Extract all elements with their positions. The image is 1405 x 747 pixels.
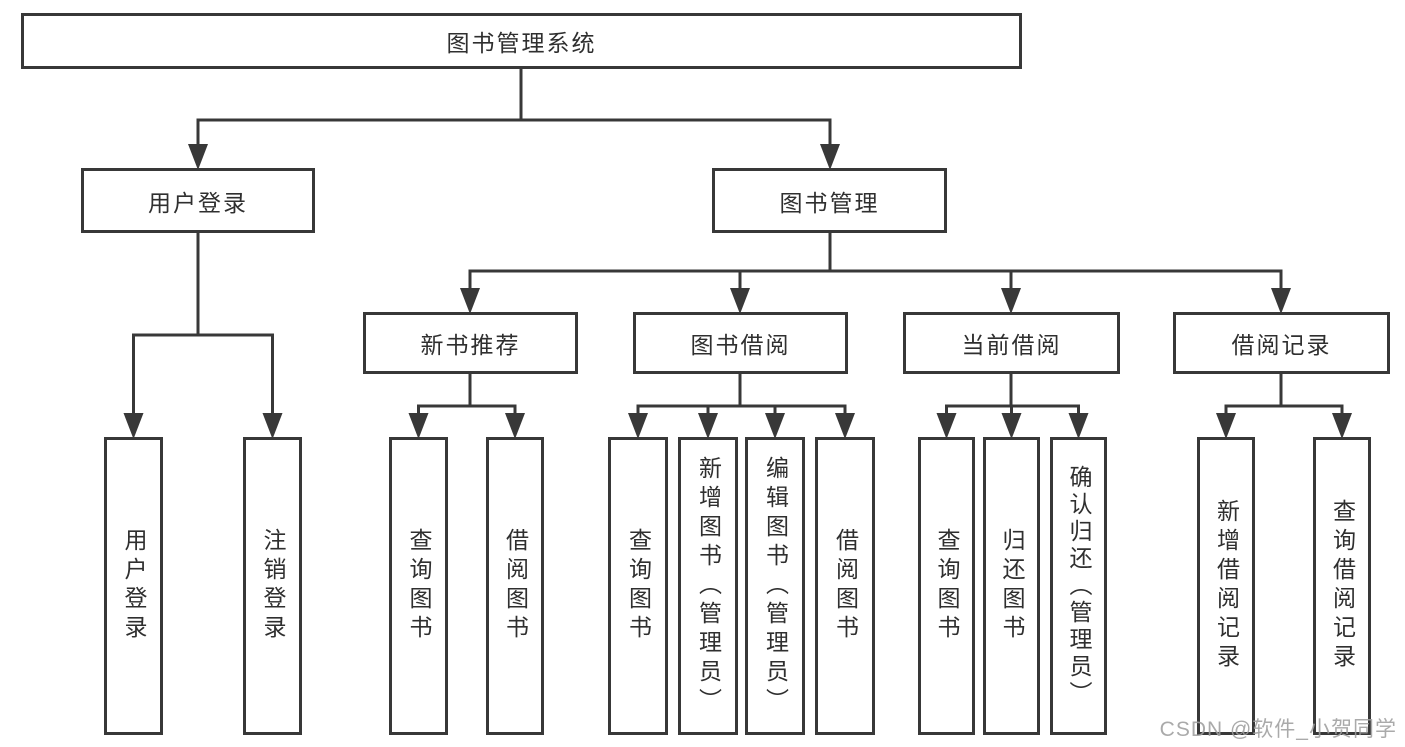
leaf-label: 归还图书	[999, 528, 1025, 644]
node-label: 借阅记录	[1231, 332, 1332, 358]
leaf-user-login: 用户登录	[104, 437, 163, 735]
leaf-label: 查询借阅记录	[1329, 499, 1356, 673]
leaf-label: 查询图书	[625, 528, 652, 644]
connector-user-login-to-leaves	[132, 233, 274, 416]
leaf-current-confirm-return-admin: 确认归还（管理员）	[1050, 437, 1107, 735]
connector-borrow-records-to-leaves	[1224, 374, 1344, 416]
node-label: 用户登录	[148, 189, 248, 216]
leaf-records-add-borrow-record: 新增借阅记录	[1197, 437, 1255, 735]
node-label: 图书管理系统	[446, 30, 597, 56]
leaf-current-return-books: 归还图书	[983, 437, 1040, 735]
leaf-current-query-books: 查询图书	[918, 437, 975, 735]
leaf-label: 查询图书	[934, 528, 960, 644]
connector-book-management-to-level3	[468, 233, 1283, 292]
leaf-borrow-add-books-admin: 新增图书（管理员）	[678, 437, 738, 735]
leaf-label: 注销登录	[260, 528, 286, 644]
node-label: 当前借阅	[961, 332, 1062, 358]
connector-book-borrow-to-leaves	[636, 374, 847, 416]
leaf-newbooks-borrow-books: 借阅图书	[486, 437, 544, 735]
leaf-borrow-edit-books-admin: 编辑图书（管理员）	[745, 437, 805, 735]
leaf-label: 查询图书	[406, 528, 432, 644]
connector-root-to-level2	[196, 69, 832, 148]
leaf-borrow-borrow-books: 借阅图书	[815, 437, 875, 735]
node-label: 新书推荐	[420, 332, 521, 358]
leaf-logout-login: 注销登录	[243, 437, 302, 735]
leaf-label: 编辑图书（管理员）	[762, 455, 789, 717]
connector-new-books-to-leaves	[417, 374, 517, 416]
leaf-label: 新增图书（管理员）	[695, 455, 722, 717]
node-label: 图书管理	[779, 189, 880, 216]
node-book-borrow: 图书借阅	[633, 312, 848, 374]
connector-current-borrow-to-leaves	[945, 374, 1080, 416]
leaf-label: 新增借阅记录	[1213, 499, 1240, 673]
leaf-borrow-query-books: 查询图书	[608, 437, 668, 735]
leaf-label: 借阅图书	[502, 528, 529, 644]
leaf-newbooks-query-books: 查询图书	[389, 437, 448, 735]
node-user-login: 用户登录	[81, 168, 315, 233]
leaf-records-query-borrow-record: 查询借阅记录	[1313, 437, 1371, 735]
node-label: 图书借阅	[690, 332, 791, 358]
node-new-book-recommend: 新书推荐	[363, 312, 578, 374]
leaf-label: 借阅图书	[832, 528, 859, 644]
node-current-borrow: 当前借阅	[903, 312, 1120, 374]
leaf-label: 确认归还（管理员）	[1066, 464, 1092, 708]
leaf-label: 用户登录	[121, 528, 147, 644]
csdn-watermark: CSDN @软件_小贺同学	[1159, 718, 1397, 741]
node-library-management-system: 图书管理系统	[21, 13, 1022, 69]
node-borrow-records: 借阅记录	[1173, 312, 1390, 374]
node-book-management: 图书管理	[712, 168, 947, 233]
